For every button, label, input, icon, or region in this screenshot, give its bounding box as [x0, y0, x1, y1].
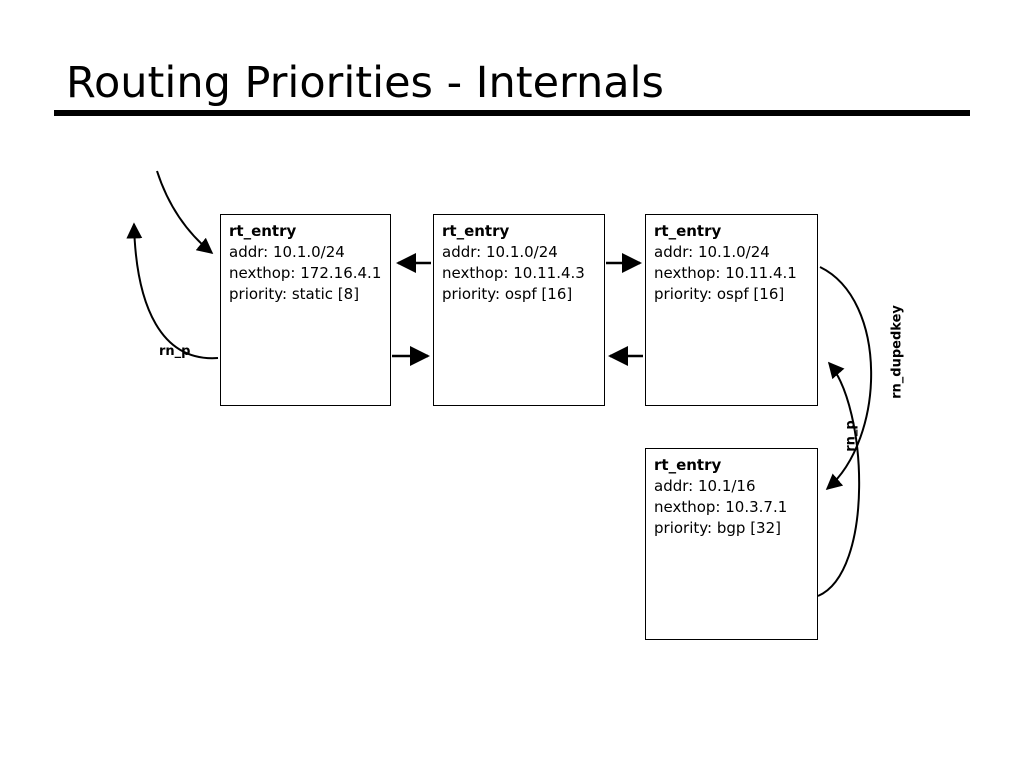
node-title: rt_entry — [654, 222, 722, 240]
node-addr: addr: 10.1.0/24 — [654, 243, 770, 261]
node-nexthop: nexthop: 10.3.7.1 — [654, 498, 788, 516]
node-priority: priority: ospf [16] — [442, 285, 573, 303]
slide-title: Routing Priorities - Internals — [66, 58, 664, 108]
node-title: rt_entry — [654, 456, 722, 474]
node-nexthop: nexthop: 172.16.4.1 — [229, 264, 382, 282]
arrow-rn-p-left-icon — [126, 222, 219, 360]
rn-dupedkey-label: rn_dupedkey — [889, 305, 905, 399]
node-nexthop: nexthop: 10.11.4.1 — [654, 264, 797, 282]
arrow-rn-dupedkey-icon — [819, 266, 873, 491]
rn-p-right-label: rn_p — [843, 420, 859, 452]
node-addr: addr: 10.1.0/24 — [442, 243, 558, 261]
rt-entry-node-1: rt_entry addr: 10.1.0/24 nexthop: 172.16… — [220, 214, 391, 406]
node-title: rt_entry — [442, 222, 510, 240]
rn-p-left-label: rn_p — [159, 344, 191, 359]
rt-entry-node-4: rt_entry addr: 10.1/16 nexthop: 10.3.7.1… — [645, 448, 818, 640]
title-underline — [54, 110, 970, 116]
node-addr: addr: 10.1.0/24 — [229, 243, 345, 261]
node-priority: priority: bgp [32] — [654, 519, 781, 537]
node-title: rt_entry — [229, 222, 297, 240]
arrow-rn-p-right-icon — [817, 361, 861, 597]
node-addr: addr: 10.1/16 — [654, 477, 756, 495]
node-nexthop: nexthop: 10.11.4.3 — [442, 264, 585, 282]
node-priority: priority: static [8] — [229, 285, 360, 303]
arrow-incoming-to-node1-icon — [156, 170, 214, 255]
rt-entry-node-2: rt_entry addr: 10.1.0/24 nexthop: 10.11.… — [433, 214, 605, 406]
rt-entry-node-3: rt_entry addr: 10.1.0/24 nexthop: 10.11.… — [645, 214, 818, 406]
node-priority: priority: ospf [16] — [654, 285, 785, 303]
